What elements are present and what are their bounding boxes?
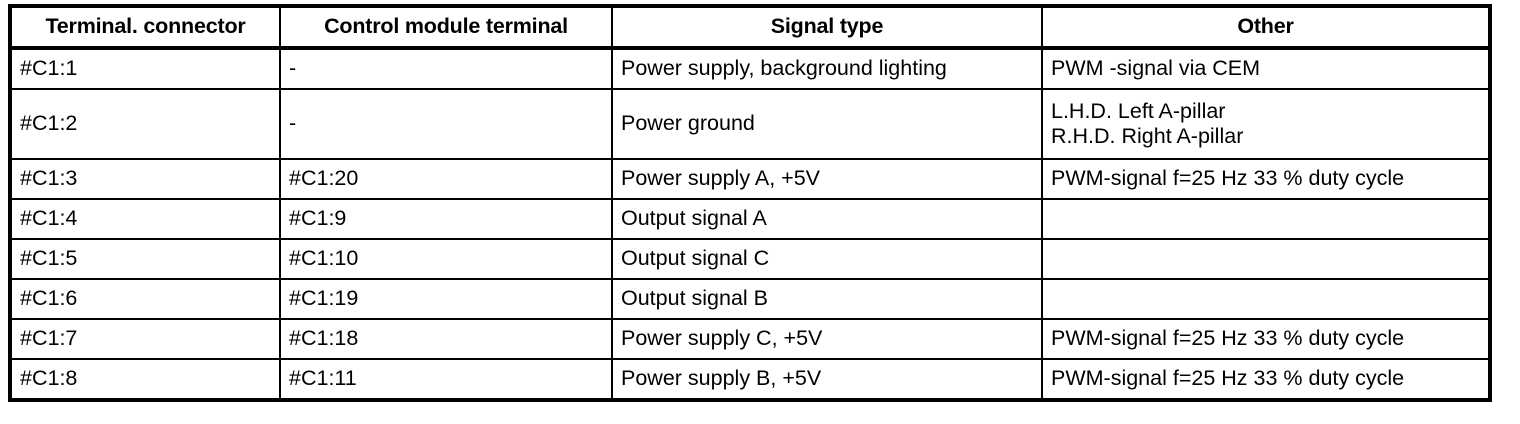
cell-signal_type: Power supply C, +5V: [611, 318, 1043, 360]
cell-line: R.H.D. Right A-pillar: [1051, 124, 1244, 148]
table-header-row: Terminal. connector Control module termi…: [9, 5, 1491, 50]
cell-signal_type: Output signal B: [611, 278, 1043, 320]
cell-other-empty: [1041, 238, 1491, 280]
column-header-terminal-connector: Terminal. connector: [9, 5, 281, 50]
cell-terminal_connector: #C1:2: [9, 88, 281, 160]
cell-terminal_connector: #C1:4: [9, 198, 281, 240]
cell-other: PWM-signal f=25 Hz 33 % duty cycle: [1041, 318, 1491, 360]
cell-control_module_terminal: #C1:18: [279, 318, 613, 360]
cell-terminal_connector: #C1:5: [9, 238, 281, 280]
cell-control_module_terminal: #C1:19: [279, 278, 613, 320]
cell-signal_type: Power supply A, +5V: [611, 158, 1043, 200]
cell-other-empty: [1041, 198, 1491, 240]
cell-terminal_connector: #C1:8: [9, 358, 281, 401]
cell-signal_type: Power supply, background lighting: [611, 47, 1043, 90]
cell-control_module_terminal: #C1:20: [279, 158, 613, 200]
cell-control_module_terminal: -: [279, 47, 613, 90]
table-header: Terminal. connector Control module termi…: [9, 5, 1491, 50]
cell-other: PWM-signal f=25 Hz 33 % duty cycle: [1041, 158, 1491, 200]
cell-control_module_terminal: #C1:10: [279, 238, 613, 280]
cell-signal_type: Power ground: [611, 88, 1043, 160]
cell-control_module_terminal: #C1:9: [279, 198, 613, 240]
table-container: Terminal. connector Control module termi…: [8, 4, 1492, 402]
cell-terminal_connector: #C1:7: [9, 318, 281, 360]
cell-control_module_terminal: #C1:11: [279, 358, 613, 401]
cell-terminal_connector: #C1:1: [9, 47, 281, 90]
cell-other-empty: [1041, 278, 1491, 320]
cell-signal_type: Output signal C: [611, 238, 1043, 280]
column-header-control-module-terminal: Control module terminal: [279, 5, 613, 50]
cell-control_module_terminal: -: [279, 88, 613, 160]
cell-signal_type: Output signal A: [611, 198, 1043, 240]
cell-signal_type: Power supply B, +5V: [611, 358, 1043, 401]
cell-terminal_connector: #C1:6: [9, 278, 281, 320]
column-header-other: Other: [1041, 5, 1491, 50]
terminal-connector-table: Terminal. connector Control module termi…: [8, 4, 1492, 402]
cell-other: PWM-signal f=25 Hz 33 % duty cycle: [1041, 358, 1491, 401]
column-header-signal-type: Signal type: [611, 5, 1043, 50]
cell-other: PWM -signal via CEM: [1041, 47, 1491, 90]
cell-terminal_connector: #C1:3: [9, 158, 281, 200]
cell-line: L.H.D. Left A-pillar: [1051, 98, 1226, 123]
